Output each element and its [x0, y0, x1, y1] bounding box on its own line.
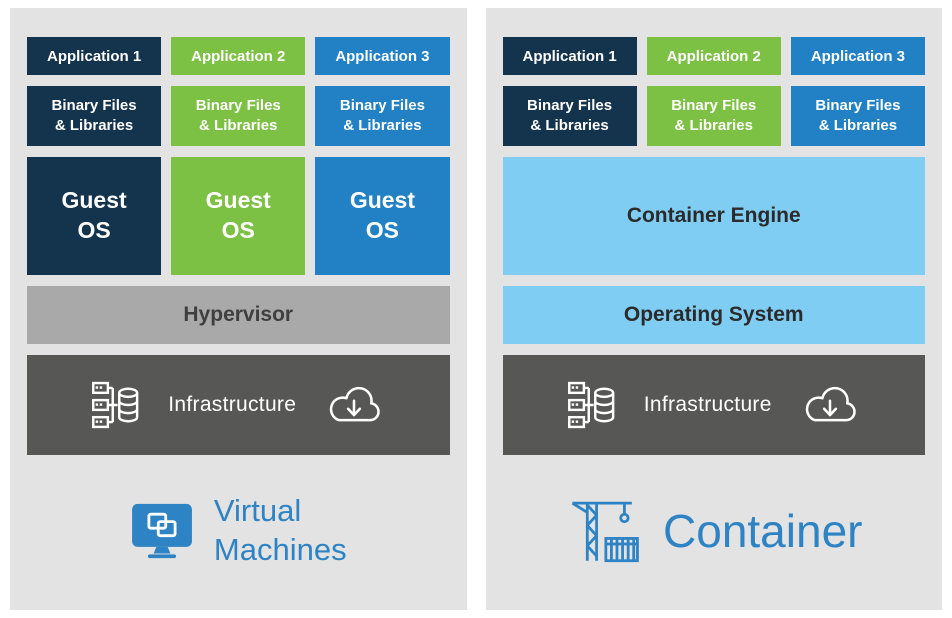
application-label: Application 3	[335, 47, 430, 65]
vm-caption-label: Virtual Machines	[213, 493, 347, 567]
guest-os-label: Guest OS	[61, 187, 127, 243]
servers-database-icon	[566, 379, 618, 431]
vm-caption: Virtual Machines	[27, 466, 450, 596]
binaries-box: Binary Files & Libraries	[790, 86, 925, 146]
infrastructure-label: Infrastructure	[643, 393, 772, 416]
binaries-label: Binary Files & Libraries	[815, 96, 901, 134]
application-box: Application 1	[27, 37, 162, 75]
cloud-download-icon	[322, 383, 386, 427]
application-label: Application 1	[46, 47, 142, 65]
container-binaries-row: Binary Files & Libraries Binary Files & …	[502, 86, 925, 146]
vm-guest-os-row: Guest OS Guest OS Guest OS	[27, 157, 450, 275]
application-label: Application 3	[810, 47, 905, 65]
cloud-download-icon	[798, 383, 862, 427]
operating-system-bar: Operating System	[502, 286, 925, 344]
application-label: Application 2	[666, 47, 761, 65]
application-box: Application 2	[646, 37, 781, 75]
container-applications-row: Application 1 Application 2 Application …	[502, 37, 925, 75]
binaries-label: Binary Files & Libraries	[195, 96, 281, 134]
servers-database-icon	[90, 379, 142, 431]
guest-os-label: Guest OS	[205, 187, 271, 243]
application-box: Application 3	[315, 37, 450, 75]
application-label: Application 2	[191, 47, 286, 65]
operating-system-label: Operating System	[623, 303, 804, 326]
infrastructure-label: Infrastructure	[168, 393, 297, 416]
virtual-machines-panel: Application 1 Application 2 Application …	[10, 8, 467, 610]
container-infrastructure-bar: Infrastructure	[502, 355, 925, 455]
hypervisor-label: Hypervisor	[183, 303, 294, 326]
binaries-box: Binary Files & Libraries	[171, 86, 306, 146]
application-label: Application 1	[522, 47, 617, 65]
binaries-box: Binary Files & Libraries	[502, 86, 637, 146]
hypervisor-bar: Hypervisor	[27, 286, 450, 344]
guest-os-box: Guest OS	[27, 157, 162, 275]
guest-os-box: Guest OS	[171, 157, 306, 275]
guest-os-label: Guest OS	[349, 187, 415, 243]
application-box: Application 1	[502, 37, 637, 75]
binaries-label: Binary Files & Libraries	[339, 96, 425, 134]
binaries-box: Binary Files & Libraries	[315, 86, 450, 146]
binaries-box: Binary Files & Libraries	[646, 86, 781, 146]
container-caption: Container	[503, 466, 926, 596]
crane-icon	[565, 492, 643, 570]
binaries-label: Binary Files & Libraries	[527, 96, 613, 134]
vm-applications-row: Application 1 Application 2 Application …	[27, 37, 450, 75]
container-engine-bar: Container Engine	[502, 157, 925, 275]
binaries-label: Binary Files & Libraries	[671, 96, 757, 134]
vm-infrastructure-bar: Infrastructure	[27, 355, 450, 455]
binaries-label: Binary Files & Libraries	[51, 96, 137, 134]
application-box: Application 2	[171, 37, 306, 75]
application-box: Application 3	[790, 37, 925, 75]
container-panel: Application 1 Application 2 Application …	[485, 8, 942, 610]
vm-binaries-row: Binary Files & Libraries Binary Files & …	[27, 86, 450, 146]
container-caption-label: Container	[663, 505, 863, 557]
container-engine-label: Container Engine	[626, 204, 801, 227]
virtual-machine-icon	[130, 502, 194, 560]
binaries-box: Binary Files & Libraries	[27, 86, 162, 146]
guest-os-box: Guest OS	[315, 157, 450, 275]
